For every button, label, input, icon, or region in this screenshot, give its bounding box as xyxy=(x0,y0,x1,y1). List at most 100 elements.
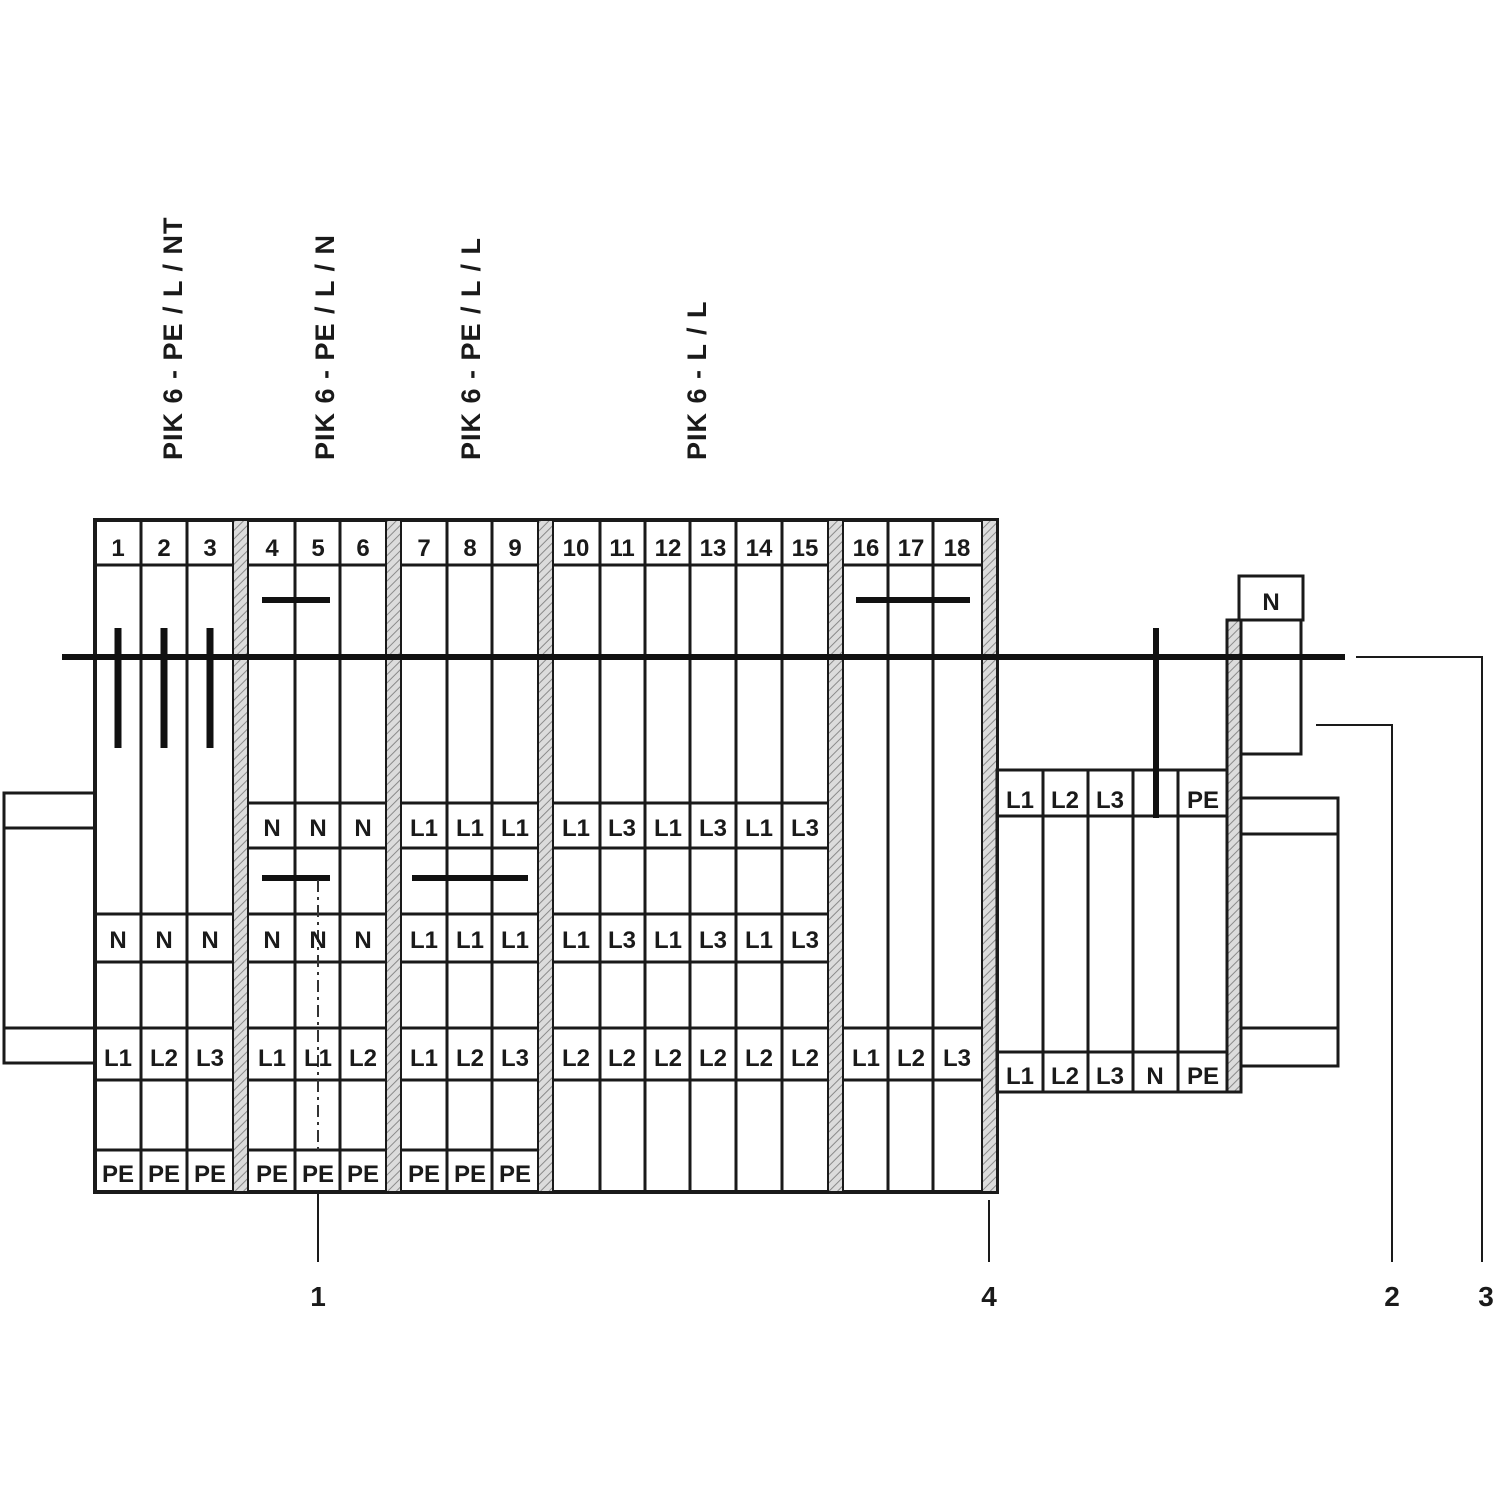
middle-label: L1 xyxy=(410,927,438,954)
upper-label: L1 xyxy=(562,815,590,842)
separator-plate xyxy=(981,519,998,1193)
upper-label: N xyxy=(309,815,326,842)
terminal-number: 17 xyxy=(898,535,925,562)
terminal-block xyxy=(93,518,999,1194)
lower-label: L2 xyxy=(349,1045,377,1072)
lower-label: L3 xyxy=(943,1045,971,1072)
right-bottom-label: L3 xyxy=(1096,1063,1124,1090)
terminal-number: 3 xyxy=(203,535,216,562)
end-bracket-box xyxy=(1239,618,1303,756)
right-bottom-label: L2 xyxy=(1051,1063,1079,1090)
din-rail-right-inner xyxy=(1236,832,1340,1030)
separator-plate xyxy=(385,519,402,1193)
lower-label: L2 xyxy=(654,1045,682,1072)
pe-label: PE xyxy=(148,1161,180,1188)
right-top-label: L3 xyxy=(1096,787,1124,814)
terminal-number: 10 xyxy=(563,535,590,562)
din-rail-left-outer xyxy=(2,791,97,1065)
pe-label: PE xyxy=(302,1161,334,1188)
separator-plate xyxy=(827,519,844,1193)
callout-1: 1 xyxy=(310,1281,326,1312)
upper-label: L3 xyxy=(608,815,636,842)
pe-label: PE xyxy=(408,1161,440,1188)
middle-label: L1 xyxy=(501,927,529,954)
leader-3 xyxy=(1356,656,1483,1262)
right-top-label: L2 xyxy=(1051,787,1079,814)
separator-plates xyxy=(232,519,998,1193)
lower-label: L2 xyxy=(791,1045,819,1072)
right-bottom-label: N xyxy=(1146,1063,1163,1090)
lower-label: L3 xyxy=(501,1045,529,1072)
upper-label: L1 xyxy=(410,815,438,842)
pe-label: PE xyxy=(347,1161,379,1188)
lower-label: L2 xyxy=(699,1045,727,1072)
terminal-number: 6 xyxy=(356,535,369,562)
lower-label: L1 xyxy=(852,1045,880,1072)
right-top-label: PE xyxy=(1187,787,1219,814)
separator-plate xyxy=(537,519,554,1193)
upper-label: L1 xyxy=(456,815,484,842)
terminal-number: 13 xyxy=(700,535,727,562)
middle-label: N xyxy=(309,927,326,954)
upper-label: N xyxy=(354,815,371,842)
right-bottom-label: L1 xyxy=(1006,1063,1034,1090)
lower-label: L1 xyxy=(104,1045,132,1072)
callout-3: 3 xyxy=(1478,1281,1494,1312)
callout-leaders xyxy=(317,656,1483,1262)
middle-label: L3 xyxy=(699,927,727,954)
middle-label: L1 xyxy=(745,927,773,954)
terminal-number: 1 xyxy=(111,535,124,562)
title-pe-l-nt: PIK 6 - PE / L / NT xyxy=(158,216,188,460)
middle-label: L1 xyxy=(562,927,590,954)
right-bottom-label: PE xyxy=(1187,1063,1219,1090)
terminal-number: 7 xyxy=(417,535,430,562)
middle-label: N xyxy=(354,927,371,954)
right-block-outline xyxy=(995,768,1229,1094)
middle-label: N xyxy=(201,927,218,954)
terminal-number: 5 xyxy=(311,535,324,562)
lower-label: L1 xyxy=(304,1045,332,1072)
terminal-number: 9 xyxy=(508,535,521,562)
upper-label: L1 xyxy=(501,815,529,842)
upper-label: L3 xyxy=(699,815,727,842)
terminal-number: 15 xyxy=(792,535,819,562)
title-l-l: PIK 6 - L / L xyxy=(682,300,712,460)
terminal-number: 11 xyxy=(609,535,634,562)
end-bracket-label: N xyxy=(1262,589,1279,616)
terminal-number: 2 xyxy=(157,535,170,562)
middle-label: N xyxy=(109,927,126,954)
pe-label: PE xyxy=(256,1161,288,1188)
middle-label: N xyxy=(155,927,172,954)
upper-label: N xyxy=(263,815,280,842)
upper-label: L1 xyxy=(745,815,773,842)
lower-label: L2 xyxy=(897,1045,925,1072)
callout-4: 4 xyxy=(981,1281,997,1312)
product-titles: PIK 6 - PE / L / NT PIK 6 - PE / L / N P… xyxy=(158,216,712,460)
pe-label: PE xyxy=(194,1161,226,1188)
callout-2: 2 xyxy=(1384,1281,1400,1312)
terminal-number: 12 xyxy=(655,535,682,562)
title-pe-l-n: PIK 6 - PE / L / N xyxy=(310,234,340,460)
terminal-number: 14 xyxy=(746,535,773,562)
lower-label: L3 xyxy=(196,1045,224,1072)
middle-label: L1 xyxy=(654,927,682,954)
din-rail-right-outer xyxy=(1236,796,1340,1068)
terminal-number: 8 xyxy=(463,535,476,562)
right-end-plate xyxy=(1225,618,1243,1094)
terminal-number: 18 xyxy=(944,535,971,562)
lower-label: L2 xyxy=(456,1045,484,1072)
lower-label: L1 xyxy=(410,1045,438,1072)
label-rows xyxy=(95,801,982,1152)
upper-label: L3 xyxy=(791,815,819,842)
leader-2 xyxy=(1316,724,1393,1262)
end-bracket-label-box xyxy=(1237,574,1305,622)
middle-label: N xyxy=(263,927,280,954)
middle-label: L3 xyxy=(608,927,636,954)
middle-label: L3 xyxy=(791,927,819,954)
lower-label: L2 xyxy=(608,1045,636,1072)
pe-label: PE xyxy=(102,1161,134,1188)
separator-plate xyxy=(232,519,249,1193)
din-rail-left-inner xyxy=(2,826,97,1030)
